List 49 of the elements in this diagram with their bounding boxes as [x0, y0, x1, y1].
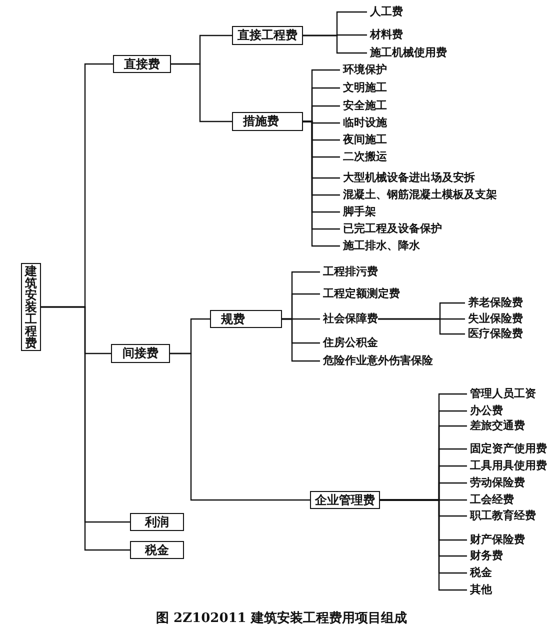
item-label: 社会保障费 — [323, 312, 378, 326]
item-label: 工程定额测定费 — [323, 287, 400, 301]
category-box: 措施费 — [232, 112, 303, 131]
item-label: 住房公积金 — [323, 336, 378, 350]
caption: 图 2Z102011 建筑安装工程费用项目组成 — [156, 611, 407, 627]
item-label: 施工排水、降水 — [343, 239, 420, 253]
item-label: 混凝土、钢筋混凝土模板及支架 — [343, 188, 497, 202]
item-label: 失业保险费 — [468, 312, 523, 326]
connector-line — [170, 352, 310, 501]
item-label: 安全施工 — [343, 99, 387, 113]
category-box: 税金 — [130, 541, 184, 559]
item-label: 管理人员工资 — [470, 387, 536, 401]
item-label: 工程排污费 — [323, 265, 378, 279]
item-label: 其他 — [470, 583, 492, 597]
item-label: 危险作业意外伤害保险 — [323, 354, 433, 368]
category-box: 直接费 — [113, 55, 171, 73]
title-box: 建筑安装工程费 — [21, 263, 41, 351]
connector-line — [282, 318, 320, 362]
category-box: 间接费 — [111, 344, 170, 363]
item-label: 工会经费 — [470, 493, 514, 507]
item-label: 税金 — [470, 566, 492, 580]
item-label: 人工费 — [370, 5, 403, 19]
category-box: 企业管理费 — [310, 491, 380, 509]
item-label: 财产保险费 — [470, 533, 525, 547]
item-label: 文明施工 — [343, 81, 387, 95]
category-box: 直接工程费 — [232, 26, 303, 45]
item-label: 医疗保险费 — [468, 327, 523, 341]
item-label: 二次搬运 — [343, 150, 387, 164]
connector-line — [303, 34, 367, 54]
item-label: 夜间施工 — [343, 133, 387, 147]
item-label: 施工机械使用费 — [370, 46, 447, 60]
item-label: 职工教育经费 — [470, 509, 536, 523]
item-label: 工具用具使用费 — [470, 459, 547, 473]
item-label: 临时设施 — [343, 116, 387, 130]
item-label: 养老保险费 — [468, 296, 523, 310]
item-label: 办公费 — [470, 404, 503, 418]
item-label: 大型机械设备进出场及安拆 — [343, 171, 475, 185]
item-label: 脚手架 — [343, 205, 376, 219]
category-box: 规费 — [210, 310, 282, 328]
item-label: 已完工程及设备保护 — [343, 222, 442, 236]
item-label: 差旅交通费 — [470, 419, 525, 433]
item-label: 材料费 — [370, 28, 403, 42]
connector-line — [378, 318, 465, 335]
item-label: 环境保护 — [343, 63, 387, 77]
category-box: 利润 — [130, 513, 184, 531]
item-label: 财务费 — [470, 549, 503, 563]
connector-line — [171, 63, 232, 122]
item-label: 固定资产使用费 — [470, 442, 547, 456]
item-label: 劳动保险费 — [470, 476, 525, 490]
